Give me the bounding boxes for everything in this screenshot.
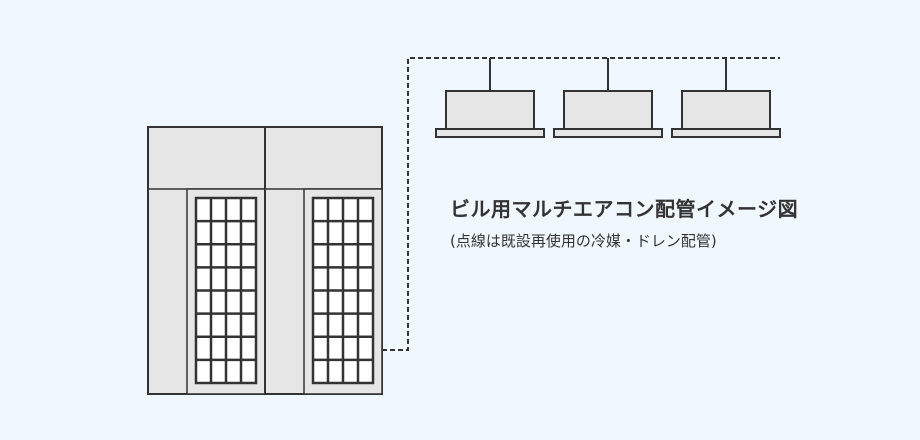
indoor-unit-panel [435, 128, 545, 138]
indoor-unit-body [563, 90, 653, 130]
indoor-unit [435, 58, 545, 138]
indoor-units [435, 58, 781, 138]
fan-grill [194, 196, 258, 385]
indoor-unit-panel [671, 128, 781, 138]
diagram-note: (点線は既設再使用の冷媒・ドレン配管) [450, 232, 717, 250]
indoor-unit-panel [553, 128, 663, 138]
indoor-unit [671, 58, 781, 138]
indoor-unit [553, 58, 663, 138]
diagram-caption: ビル用マルチエアコン配管イメージ図 (点線は既設再使用の冷媒・ドレン配管) [450, 193, 798, 251]
outdoor-module [264, 126, 383, 395]
diagram-title: ビル用マルチエアコン配管イメージ図 [450, 197, 799, 221]
outdoor-unit [147, 126, 383, 395]
indoor-unit-body [445, 90, 535, 130]
refrigerant-drain-piping [382, 57, 780, 351]
outdoor-module [147, 126, 266, 395]
fan-grill [311, 196, 375, 385]
indoor-unit-body [681, 90, 771, 130]
